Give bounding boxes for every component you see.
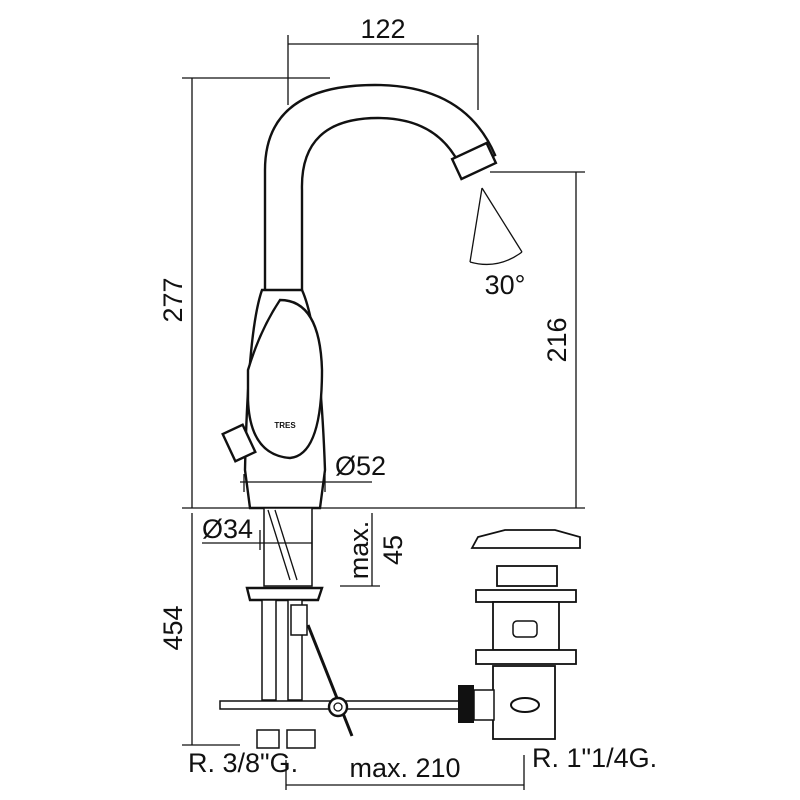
dimension-diameter-52: Ø52 [240,451,386,492]
waste-thread-label: R. 1"1/4G. [532,743,657,773]
dimension-label-30: 30° [485,270,526,300]
dimension-122: 122 [287,14,479,110]
dimension-label-52: Ø52 [335,451,386,481]
dimension-label-454: 454 [158,605,188,650]
dimension-label-216: 216 [542,317,572,362]
dimension-label-45: 45 [378,535,408,565]
dimension-label-122: 122 [360,14,405,44]
dimension-label-277: 277 [158,277,188,322]
dimension-216: 216 [310,171,585,509]
dimension-label-34: Ø34 [202,514,253,544]
pop-up-rod [219,696,461,718]
supply-thread-label: R. 3/8"G. [188,748,298,778]
faucet-spout [263,83,498,302]
lever-handle [221,423,257,463]
dimension-diameter-34: Ø34 [202,514,313,550]
pop-up-waste [458,529,581,740]
dimension-277: 277 [158,77,330,509]
dimension-454: 454 [158,513,240,746]
brand-logo: TRES [274,421,296,430]
dimension-label-max-210: max. 210 [349,753,460,783]
dimension-label-max: max. [344,521,374,580]
faucet-body: TRES [221,288,327,510]
faucet-shank [245,507,354,749]
dimension-max-210: max. 210 [285,753,525,790]
dimension-max-45: max. 45 [340,513,408,587]
swivel-angle: 30° [469,187,526,300]
